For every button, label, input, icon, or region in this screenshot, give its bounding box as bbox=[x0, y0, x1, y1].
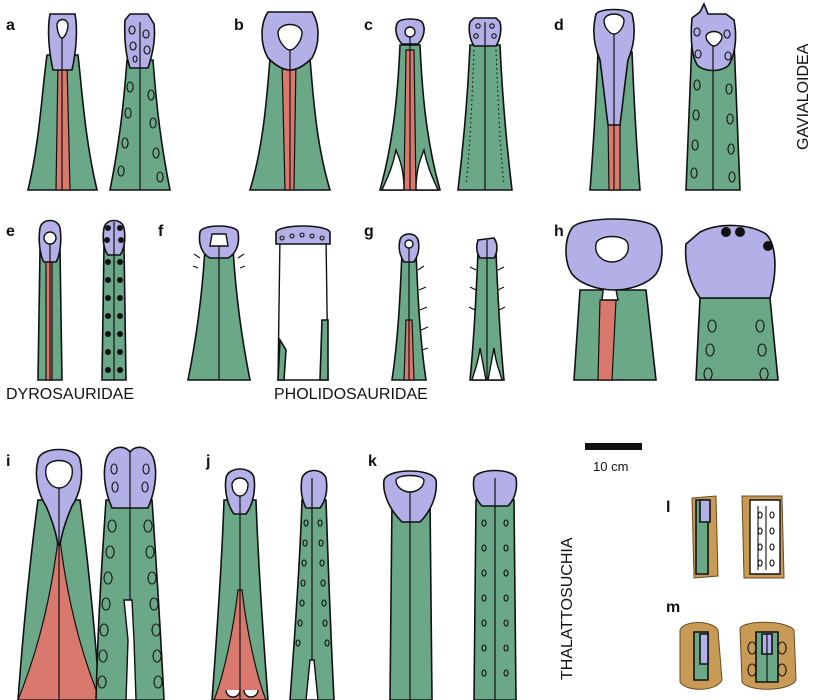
group-label-gavialoidea: GAVIALOIDEA bbox=[795, 43, 812, 150]
panel-d: d bbox=[554, 2, 741, 191]
scale-bar-line bbox=[585, 443, 642, 450]
panel-letter-l: l bbox=[666, 499, 670, 516]
panel-letter-c: c bbox=[364, 17, 373, 34]
group-label-pholidosauridae: PHOLIDOSAURIDAE bbox=[274, 386, 428, 403]
panel-letter-d: d bbox=[554, 17, 564, 34]
panel-letter-a: a bbox=[6, 17, 15, 34]
panel-h: h bbox=[554, 218, 779, 381]
nasal-shape bbox=[55, 61, 71, 191]
group-label-thalattosuchia: THALATTOSUCHIA bbox=[559, 537, 576, 680]
panel-letter-i: i bbox=[6, 453, 10, 470]
panel-letter-e: e bbox=[6, 223, 15, 240]
group-label-dyrosauridae: DYROSAURIDAE bbox=[6, 386, 134, 403]
panel-g: g bbox=[364, 223, 506, 381]
panel-letter-k: k bbox=[368, 453, 377, 470]
panel-letter-g: g bbox=[364, 223, 374, 240]
panel-e: e bbox=[6, 219, 127, 381]
panel-j: j bbox=[205, 453, 335, 700]
panel-letter-j: j bbox=[205, 453, 210, 470]
panel-letter-m: m bbox=[666, 599, 680, 616]
panel-letter-h: h bbox=[554, 223, 564, 240]
panel-f: f bbox=[158, 223, 331, 381]
panel-letter-b: b bbox=[234, 17, 244, 34]
scale-bar-label: 10 cm bbox=[593, 459, 628, 474]
panel-l: l bbox=[666, 495, 785, 579]
panel-b: b bbox=[234, 11, 332, 191]
panel-letter-f: f bbox=[158, 223, 164, 240]
panel-i: i bbox=[6, 446, 165, 700]
panel-m: m bbox=[666, 599, 797, 690]
panel-a: a bbox=[6, 13, 171, 191]
scale-bar: 10 cm bbox=[585, 443, 642, 474]
panel-k: k bbox=[368, 453, 518, 700]
panel-c: c bbox=[364, 17, 513, 191]
